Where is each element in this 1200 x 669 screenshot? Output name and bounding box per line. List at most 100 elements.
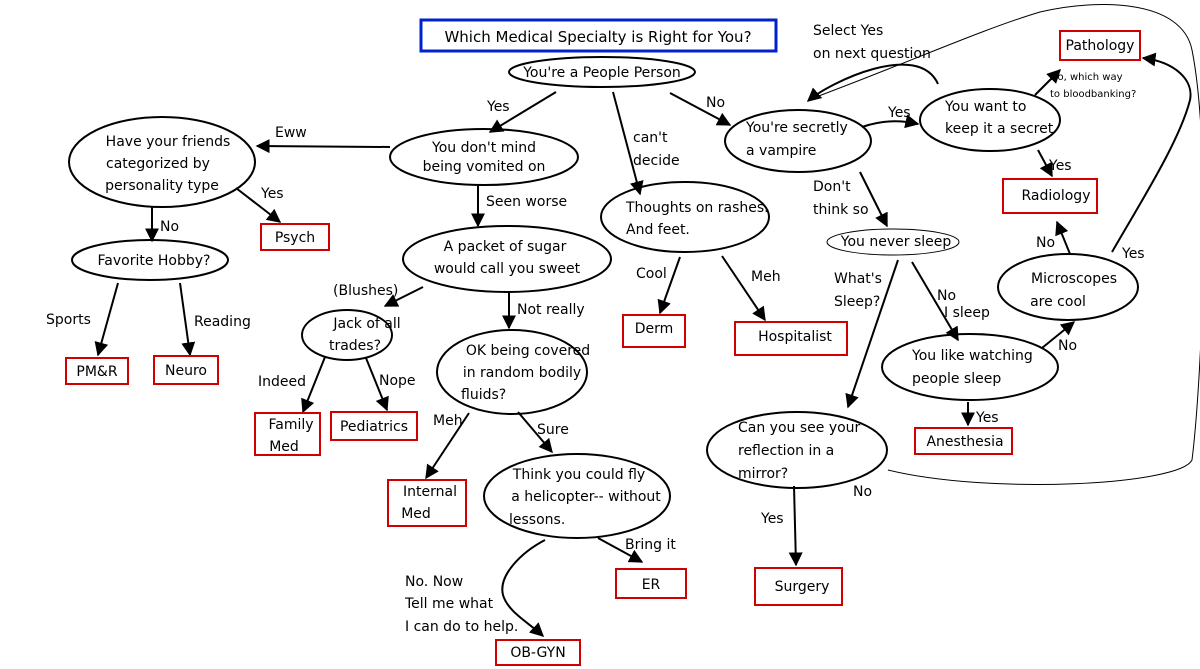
edge-label: Select Yes	[813, 23, 883, 39]
outcome-surgery: Surgery	[754, 567, 843, 606]
outcome-derm: Derm	[622, 314, 686, 348]
question-nodes: You're a People Person You don't mind be…	[68, 56, 1139, 539]
edge-microscopes-to-pathology	[1111, 52, 1192, 253]
edge-label: Yes	[887, 105, 911, 121]
edge-label: No. Now	[405, 574, 463, 590]
edge-label: decide	[633, 153, 680, 169]
edge-label: No	[1058, 338, 1077, 354]
question-never-sleep: You never sleep	[826, 228, 960, 256]
edge-label: Yes	[260, 186, 284, 202]
question-text: are cool	[1030, 294, 1086, 310]
edge-sleep-to-watch	[911, 261, 959, 342]
outcome-text: Surgery	[775, 579, 830, 595]
edge-label: Eww	[275, 125, 307, 141]
question-text: Thoughts on rashes.	[625, 200, 769, 216]
edge-people-to-rashes	[612, 91, 644, 196]
question-text: Microscopes	[1031, 271, 1117, 287]
question-sugar: A packet of sugar would call you sweet	[402, 225, 612, 293]
edge-label: Reading	[194, 314, 251, 330]
question-text: lessons.	[509, 512, 565, 528]
edge-label: Meh	[433, 413, 463, 429]
outcome-obgyn: OB-GYN	[495, 639, 581, 666]
outcome-radiology: Radiology	[1002, 178, 1098, 214]
edge-label: Nope	[379, 373, 416, 389]
edge-label: No	[853, 484, 872, 500]
outcome-text: Internal	[403, 484, 457, 500]
edge-label: Seen worse	[486, 194, 567, 210]
question-text: personality type	[105, 178, 219, 194]
outcome-text: Med	[269, 439, 299, 455]
question-watch-sleep: You like watching people sleep	[881, 333, 1059, 401]
question-helicopter: Think you could fly a helicopter-- witho…	[483, 453, 671, 539]
outcome-text: Derm	[635, 321, 674, 337]
edge-label: Sure	[537, 422, 569, 438]
edge-label: I sleep	[944, 305, 990, 321]
outcome-text: Hospitalist	[758, 329, 832, 345]
outcome-neuro: Neuro	[153, 355, 219, 385]
question-vomit: You don't mind being vomited on	[389, 128, 579, 186]
question-text: Think you could fly	[512, 467, 645, 483]
edge-label: Yes	[486, 99, 510, 115]
question-text: mirror?	[738, 466, 788, 482]
edge-label: No	[937, 288, 956, 304]
edge-select-yes-loop	[806, 63, 939, 102]
edge-hobby-to-pmr	[94, 282, 119, 357]
edge-label: I can do to help.	[405, 619, 518, 635]
question-text: You like watching	[911, 348, 1033, 364]
question-text: reflection in a	[738, 443, 834, 459]
edge-label: Don't	[813, 179, 851, 195]
outcome-psych: Psych	[260, 223, 330, 251]
edge-label: Yes	[975, 410, 999, 426]
question-text: OK being covered	[466, 343, 590, 359]
edge-mirror-to-surgery	[788, 485, 803, 567]
edge-secret-to-radiology	[1037, 149, 1053, 178]
question-text: being vomited on	[423, 159, 546, 175]
question-microscopes: Microscopes are cool	[997, 253, 1139, 321]
edge-label: Yes	[760, 511, 784, 527]
edge-watch-to-microscopes	[1041, 321, 1076, 349]
edge-fluids-to-helicopter	[517, 411, 553, 454]
edge-jack-to-family	[301, 356, 326, 414]
question-text: You're secretly	[745, 120, 848, 136]
question-text: trades?	[329, 338, 381, 354]
outcome-text: Radiology	[1022, 188, 1091, 204]
question-text: A packet of sugar	[444, 239, 567, 255]
question-text: in random bodily	[463, 365, 581, 381]
outcome-text: Med	[401, 506, 431, 522]
question-text: Have your friends	[106, 134, 231, 150]
question-jack: Jack of all trades?	[301, 309, 401, 361]
question-hobby: Favorite Hobby?	[71, 239, 229, 281]
edge-label: Yes	[1048, 158, 1072, 174]
outcome-hospitalist: Hospitalist	[734, 321, 848, 356]
edge-label: Sleep?	[834, 294, 880, 310]
question-text: would call you sweet	[434, 261, 581, 277]
edge-rashes-to-hospitalist	[721, 255, 766, 322]
edge-label: Yes	[1121, 246, 1145, 262]
edge-sleep-to-mirror	[845, 259, 899, 409]
edge-label: No	[1036, 235, 1055, 251]
question-text: categorized by	[106, 156, 210, 172]
edge-label: can't	[633, 130, 668, 146]
edge-label: Bring it	[625, 537, 676, 553]
edge-people-to-vomit	[488, 91, 557, 133]
edge-label: think so	[813, 202, 869, 218]
edge-label: Cool	[636, 266, 667, 282]
edge-label: No, which way	[1050, 72, 1123, 83]
question-rashes: Thoughts on rashes. And feet.	[600, 181, 770, 253]
outcome-text: Pediatrics	[340, 419, 408, 435]
edge-label: No	[706, 95, 725, 111]
outcome-text: Psych	[275, 230, 315, 246]
question-text: Jack of all	[332, 316, 400, 332]
outcome-internal-med: Internal Med	[387, 479, 467, 527]
edge-people-to-vampire	[669, 92, 732, 126]
outcome-text: Neuro	[165, 363, 207, 379]
question-text: fluids?	[461, 387, 506, 403]
question-people-person: You're a People Person	[508, 56, 696, 88]
edge-label: Meh	[751, 269, 781, 285]
question-text: And feet.	[626, 222, 690, 238]
outcome-pmr: PM&R	[65, 357, 129, 385]
question-text: You don't mind	[431, 140, 536, 156]
outcome-pathology: Pathology	[1059, 30, 1141, 61]
